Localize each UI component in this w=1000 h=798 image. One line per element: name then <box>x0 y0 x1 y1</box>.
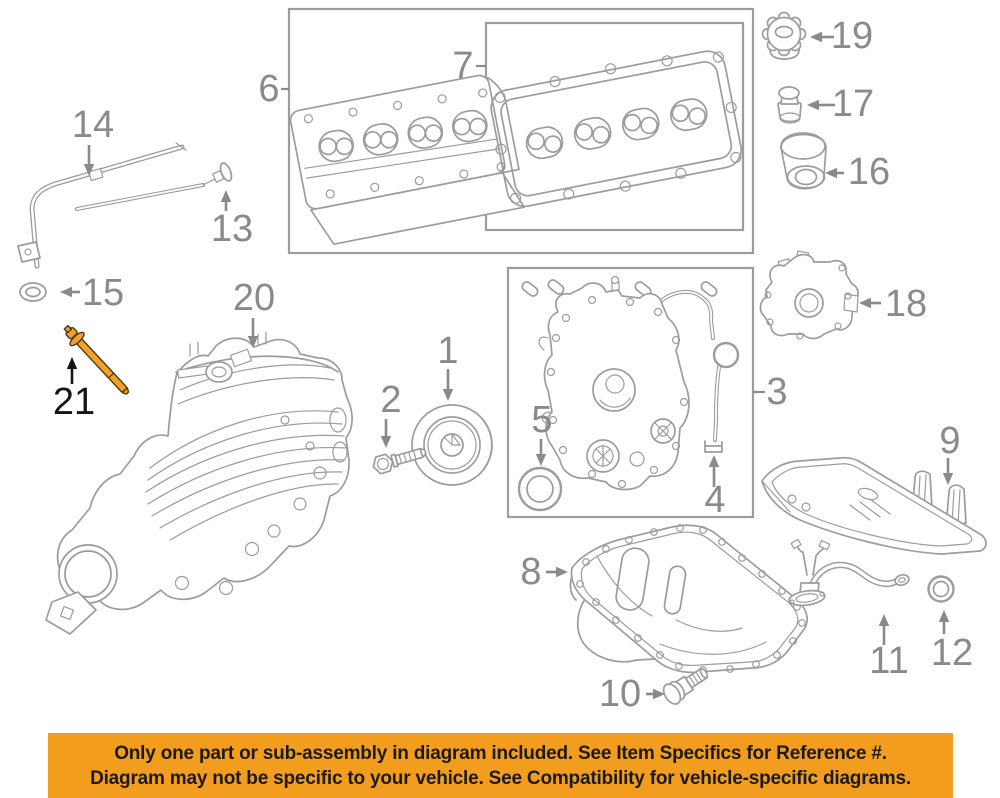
threaded-plug-drawing <box>777 86 802 124</box>
svg-text:21: 21 <box>53 381 95 423</box>
callout-9: 9 <box>939 420 961 485</box>
svg-text:10: 10 <box>599 673 641 715</box>
svg-text:4: 4 <box>704 479 725 521</box>
callout-5: 5 <box>531 399 553 466</box>
drain-plug-drawing <box>662 667 709 705</box>
svg-text:16: 16 <box>848 151 890 193</box>
callout-2: 2 <box>380 379 402 448</box>
svg-text:18: 18 <box>885 283 927 325</box>
callout-7: 7 <box>452 45 486 87</box>
valve-cover-box <box>287 7 755 255</box>
callout-11: 11 <box>869 614 909 682</box>
callout-17: 17 <box>807 83 874 125</box>
svg-text:13: 13 <box>211 208 253 250</box>
oring-seal-drawing <box>927 575 955 603</box>
tube-bracket <box>17 241 41 263</box>
callout-4: 4 <box>704 455 726 521</box>
svg-text:12: 12 <box>931 632 973 674</box>
callout-10: 10 <box>599 673 665 715</box>
svg-text:19: 19 <box>831 15 873 57</box>
callout-3: 3 <box>753 371 788 413</box>
tube-oring-drawing <box>19 282 47 302</box>
water-pump-housing-drawing <box>759 250 859 340</box>
callout-14: 14 <box>72 104 114 176</box>
disclaimer-line-1: Only one part or sub-assembly in diagram… <box>114 742 887 764</box>
svg-text:6: 6 <box>258 68 279 110</box>
crank-seal-boss <box>586 439 620 473</box>
callout-18: 18 <box>859 283 927 325</box>
callout-15: 15 <box>60 272 124 314</box>
oil-filter-drawing <box>780 132 827 190</box>
highlighted-stud-drawing <box>63 324 130 395</box>
callout-16: 16 <box>825 151 890 193</box>
disclaimer-banner: Only one part or sub-assembly in diagram… <box>48 733 953 798</box>
svg-text:15: 15 <box>82 272 124 314</box>
callout-19: 19 <box>810 15 873 57</box>
manifold-foot <box>45 591 97 635</box>
disclaimer-line-2: Diagram may not be specific to your vehi… <box>90 767 911 789</box>
svg-text:1: 1 <box>437 330 458 372</box>
svg-text:14: 14 <box>72 104 114 146</box>
callout-8: 8 <box>520 551 568 593</box>
throttle-body-flange <box>58 544 118 604</box>
dipstick-drawing <box>75 162 233 211</box>
svg-text:11: 11 <box>869 640 908 682</box>
valve-cover-drawing <box>289 74 526 246</box>
dipstick-tube-drawing <box>17 142 187 269</box>
windage-tray-drawing <box>761 456 987 555</box>
svg-text:8: 8 <box>520 551 541 593</box>
svg-text:17: 17 <box>832 83 874 125</box>
timing-cover-gasket-drawing <box>660 289 740 453</box>
svg-text:9: 9 <box>939 420 960 462</box>
pulley-bolt-drawing <box>372 447 427 475</box>
svg-text:2: 2 <box>380 379 401 421</box>
svg-text:5: 5 <box>531 399 552 441</box>
crankshaft-seal-drawing <box>517 466 563 512</box>
oil-pan-drawing <box>569 524 808 674</box>
valve-cover-gasket-drawing <box>490 50 742 208</box>
callout-1: 1 <box>437 330 459 401</box>
callout-6: 6 <box>258 68 289 110</box>
timing-cover-drawing <box>538 275 690 491</box>
svg-text:3: 3 <box>766 371 787 413</box>
callout-13: 13 <box>211 190 253 250</box>
oil-pickup-tube-drawing <box>788 538 910 607</box>
gasket-box <box>484 21 745 232</box>
intake-manifold-drawing <box>45 331 353 635</box>
oil-filler-cap-drawing <box>761 11 807 60</box>
svg-text:7: 7 <box>452 45 473 87</box>
svg-text:20: 20 <box>233 277 275 319</box>
callout-20: 20 <box>233 277 275 348</box>
callout-21: 21 <box>53 357 95 423</box>
crankshaft-pulley-drawing <box>411 404 493 486</box>
callout-12: 12 <box>931 610 973 674</box>
